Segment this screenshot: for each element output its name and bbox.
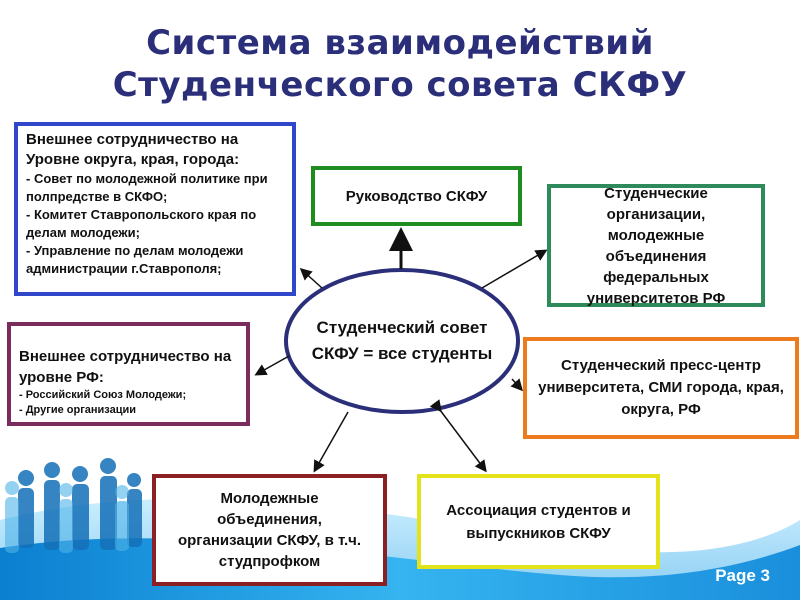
arrow-to-external-rf (254, 355, 290, 376)
people-silhouettes (18, 458, 142, 550)
leadership-box: Руководство СКФУ (311, 166, 522, 226)
press-center-label: Студенческий пресс-центр университета, С… (538, 357, 784, 418)
center-ellipse (284, 268, 520, 414)
center-label-line1: Студенческий совет (316, 318, 488, 337)
student-orgs-label: Студенческие организации, молодежные объ… (586, 184, 726, 307)
association-box: Ассоциация студентов и выпускников СКФУ (417, 474, 660, 569)
arrow-to-press (510, 378, 524, 392)
slide-title-line1: Система взаимодействий (146, 23, 654, 63)
youth-organizations-box: Молодежные объединения, организации СКФУ… (152, 474, 387, 586)
center-label: Студенческий совет СКФУ = все студенты (288, 313, 516, 369)
external-region-item: - Совет по молодежной политике при полпр… (26, 171, 268, 204)
arrow-to-youth (313, 411, 349, 473)
center-label-line2: СКФУ = все студенты (311, 344, 493, 363)
student-orgs-box: Студенческие организации, молодежные объ… (547, 184, 765, 307)
slide-title-line2: Студенческого совета СКФУ (112, 65, 688, 105)
arrow-to-association (429, 399, 487, 473)
arrow-to-external-region (299, 267, 323, 289)
page-number: Page 3 (715, 566, 770, 585)
people-silhouettes-light (5, 481, 129, 553)
external-rf-item: - Другие организации (19, 404, 137, 416)
external-rf-box: Внешнее сотрудничество на уровне РФ: - Р… (7, 322, 250, 426)
youth-organizations-label: Молодежные объединения, организации СКФУ… (177, 490, 362, 570)
leadership-label: Руководство СКФУ (345, 187, 488, 205)
external-rf-item: - Российский Союз Молодежи; (19, 389, 187, 401)
external-region-item: - Управление по делам молодежи администр… (26, 243, 244, 276)
association-label: Ассоциация студентов и выпускников СКФУ (446, 501, 631, 542)
external-region-item: - Комитет Ставропольского края по делам … (26, 207, 257, 240)
slide-title: Система взаимодействий Студенческого сов… (40, 22, 760, 106)
arrow-to-student-orgs (481, 249, 548, 289)
external-region-box: Внешнее сотрудничество на Уровне округа,… (14, 122, 296, 296)
external-rf-heading: Внешнее сотрудничество на уровне РФ: (19, 348, 232, 386)
press-center-box: Студенческий пресс-центр университета, С… (523, 337, 799, 439)
external-region-heading: Внешнее сотрудничество на Уровне округа,… (26, 131, 240, 168)
